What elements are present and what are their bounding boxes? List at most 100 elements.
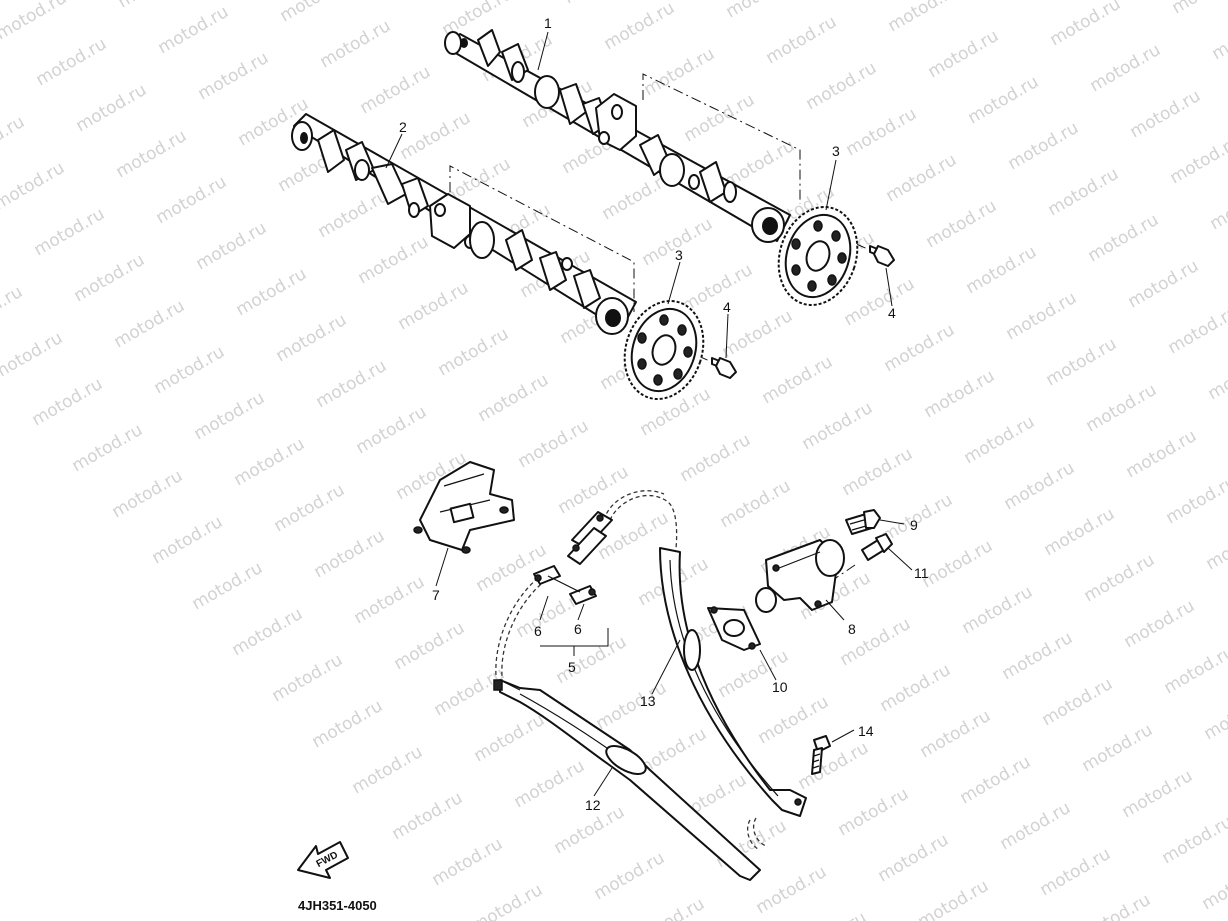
watermark-text: motod.ru <box>149 512 227 568</box>
watermark-text: motod.ru <box>1201 688 1228 744</box>
camshaft-1 <box>444 29 791 243</box>
watermark-text: motod.ru <box>111 296 189 352</box>
watermark-text: motod.ru <box>269 650 347 706</box>
fwd-arrow-icon: FWD <box>297 841 349 879</box>
watermark-text: motod.ru <box>113 126 191 182</box>
watermark-text: motod.ru <box>881 320 959 376</box>
callout-camshaft-intake: 2 <box>399 119 407 135</box>
watermark-text: motod.ru <box>155 2 233 58</box>
watermark-text: motod.ru <box>925 26 1003 82</box>
watermark-text: motod.ru <box>1085 210 1163 266</box>
watermark-text: motod.ru <box>917 706 995 762</box>
watermark-text: motod.ru <box>1047 0 1125 50</box>
watermark-text: motod.ru <box>963 242 1041 298</box>
watermark-text: motod.ru <box>961 412 1039 468</box>
watermark-text: motod.ru <box>793 908 871 921</box>
watermark-text: motod.ru <box>561 0 639 8</box>
callout-camshaft-exhaust: 1 <box>544 15 552 31</box>
tensioner-bolt <box>845 509 881 535</box>
watermark-text: motod.ru <box>351 572 429 628</box>
watermark-text: motod.ru <box>1203 518 1228 574</box>
watermark-text: motod.ru <box>1123 426 1201 482</box>
callout-sprocket-left: 3 <box>675 247 683 263</box>
callout-bolt-left: 4 <box>723 299 731 315</box>
watermark-text: motod.ru <box>315 186 393 242</box>
watermark-text: motod.ru <box>681 90 759 146</box>
watermark-text: motod.ru <box>471 710 549 766</box>
watermark-text: motod.ru <box>677 430 755 486</box>
watermark-text: motod.ru <box>473 540 551 596</box>
watermark-text: motod.ru <box>1001 458 1079 514</box>
watermark-text: motod.ru <box>193 218 271 274</box>
watermark-text: motod.ru <box>231 434 309 490</box>
watermark-text: motod.ru <box>1165 302 1228 358</box>
watermark-text: motod.ru <box>311 526 389 582</box>
callout-cam-chain: 5 <box>568 659 576 675</box>
callout-tensioner: 8 <box>848 621 856 637</box>
watermark-text: motod.ru <box>915 876 993 921</box>
watermark-text: motod.ru <box>1121 596 1199 652</box>
watermark-text: motod.ru <box>189 558 267 614</box>
exhaust-guide <box>493 679 761 881</box>
callout-intake-guide: 13 <box>640 693 656 709</box>
watermark-text: motod.ru <box>357 62 435 118</box>
watermark-text: motod.ru <box>153 172 231 228</box>
watermark-text: motod.ru <box>355 232 433 288</box>
watermark-text: motod.ru <box>553 632 631 688</box>
watermark-text: motod.ru <box>875 830 953 886</box>
watermark-text: motod.ru <box>679 260 757 316</box>
callout-bolt-14: 14 <box>858 723 874 739</box>
watermark-text: motod.ru <box>1003 288 1081 344</box>
watermark-text: motod.ru <box>353 402 431 458</box>
watermark-text: motod.ru <box>1077 890 1155 921</box>
watermark-text: motod.ru <box>1125 256 1203 312</box>
watermark-text: motod.ru <box>631 894 709 921</box>
watermark-text: motod.ru <box>959 582 1037 638</box>
callout-sprocket-right: 3 <box>832 143 840 159</box>
watermark-text: motod.ru <box>73 80 151 136</box>
watermark-text: motod.ru <box>1161 642 1228 698</box>
watermark-text: motod.ru <box>71 250 149 306</box>
watermark-text: motod.ru <box>843 104 921 160</box>
watermark-text: motod.ru <box>195 48 273 104</box>
watermark-text: motod.ru <box>923 196 1001 252</box>
watermark-text: motod.ru <box>591 848 669 904</box>
watermark-text: motod.ru <box>593 678 671 734</box>
watermark-text: motod.ru <box>313 356 391 412</box>
callout-chain-link-b: 6 <box>574 621 582 637</box>
watermark-text: motod.ru <box>877 660 955 716</box>
bolt-left <box>711 357 737 379</box>
watermark-text: motod.ru <box>555 462 633 518</box>
watermark-text: motod.ru <box>397 108 475 164</box>
watermark-text: motod.ru <box>1169 0 1228 18</box>
watermark-text: motod.ru <box>965 72 1043 128</box>
watermark-text: motod.ru <box>395 278 473 334</box>
watermark-text: motod.ru <box>803 58 881 114</box>
watermark-text: motod.ru <box>999 628 1077 684</box>
watermark-text: motod.ru <box>717 476 795 532</box>
leader-lines <box>385 31 913 797</box>
watermark-text: motod.ru <box>763 12 841 68</box>
watermark-text: motod.ru <box>0 112 28 168</box>
watermark-text: motod.ru <box>109 466 187 522</box>
bolt-14 <box>811 735 831 775</box>
gasket <box>707 606 761 651</box>
watermark-text: motod.ru <box>1007 0 1085 4</box>
watermark-text: motod.ru <box>1119 766 1197 822</box>
watermark-text: motod.ru <box>115 0 193 12</box>
watermark-text: motod.ru <box>1043 334 1121 390</box>
watermark-text: motod.ru <box>835 784 913 840</box>
watermark-text: motod.ru <box>391 618 469 674</box>
watermark-text: motod.ru <box>795 738 873 794</box>
watermark-text: motod.ru <box>1081 550 1159 606</box>
chain-guide-top <box>413 461 515 554</box>
watermark-text: motod.ru <box>429 834 507 890</box>
cam-chain <box>495 490 767 851</box>
sprocket-right <box>777 206 859 306</box>
watermark-text: motod.ru <box>317 16 395 72</box>
watermark-text: motod.ru <box>229 604 307 660</box>
watermark-text: motod.ru <box>151 342 229 398</box>
callout-bolt-right: 4 <box>888 305 896 321</box>
bolt-11 <box>861 533 893 561</box>
watermark-text: motod.ru <box>277 0 355 26</box>
